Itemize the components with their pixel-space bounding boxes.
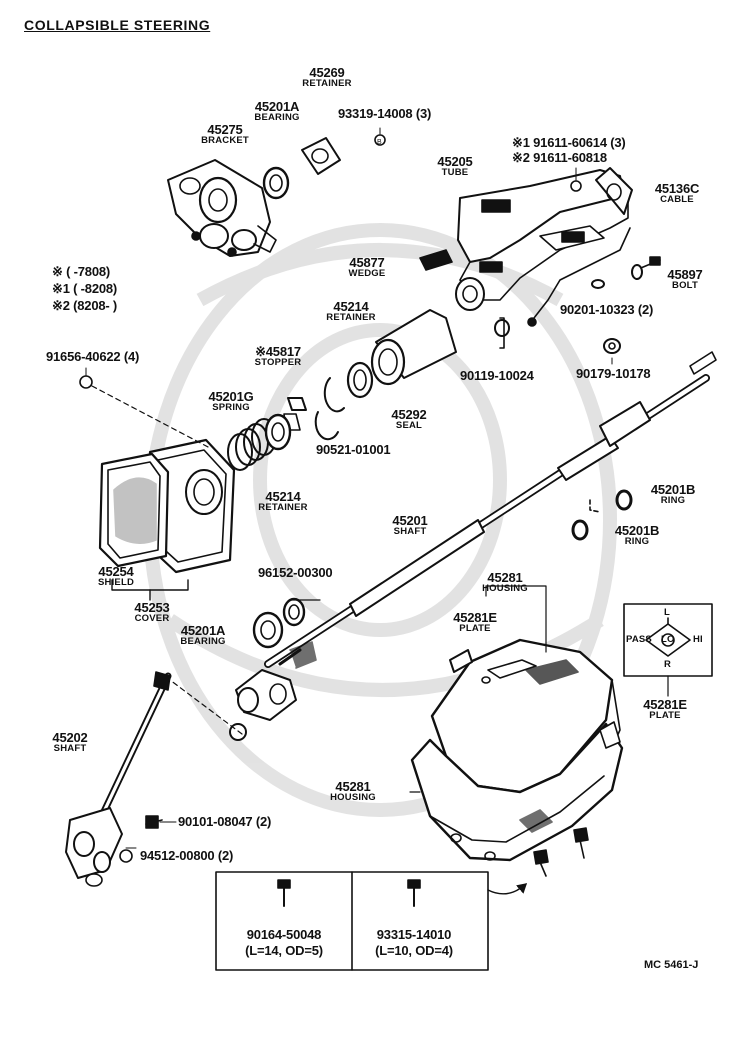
bracket-45275 [167, 159, 277, 257]
washer-94512 [119, 849, 133, 863]
housing-45281-upper [430, 638, 621, 811]
plate-diagram-l: L [664, 607, 671, 618]
cover-45253 [146, 438, 236, 574]
main-shaft-45201 [264, 351, 717, 668]
spring-45201g [227, 418, 277, 471]
ring-45201b-2 [571, 519, 589, 541]
bearing-45201a-bottom [252, 611, 284, 649]
label-91611-1: ※1 91611-60614 (3) [512, 135, 626, 150]
nut-90119 [494, 317, 510, 349]
screw-box [215, 871, 489, 971]
label-94512: 94512-00800 (2) [140, 848, 234, 863]
screw-housing-right [573, 827, 589, 859]
screw-box-left-label: 90164-50048 (L=14, OD=5) [245, 927, 323, 958]
svg-text:B: B [377, 139, 382, 146]
label-90179: 90179-10178 [576, 366, 651, 381]
plate-diagram-hi: HI [693, 634, 703, 645]
screw-housing-left [533, 849, 549, 877]
tube-45205 [455, 167, 633, 311]
screw-box-right-label: 93315-14010 (L=10, OD=4) [375, 927, 453, 958]
bolt-45897 [631, 256, 661, 280]
shield-45254 [98, 452, 170, 568]
retainer-45214-top [346, 361, 374, 399]
bearing-96152 [282, 597, 306, 627]
plate-45281e-piece [449, 649, 473, 673]
plate-diagram-lo: LO [661, 634, 675, 645]
nut-90179 [603, 338, 621, 354]
bearing-45201a-top [262, 166, 290, 200]
plate-diagram-pass: PASS [626, 634, 652, 645]
diagram-code: MC 5461-J [644, 959, 699, 971]
legend-row-3: ※2 (8208- ) [52, 298, 118, 313]
label-91611-2: ※2 91611-60818 [512, 150, 607, 165]
label-96152: 96152-00300 [258, 565, 333, 580]
dashed-leader-91656 [91, 385, 211, 449]
label-90101: 90101-08047 (2) [178, 814, 272, 829]
shaft-45202 [65, 671, 172, 887]
seal-45292 [370, 309, 457, 386]
plate-diagram-r: R [664, 659, 672, 670]
diagram-title: COLLAPSIBLE STEERING [24, 17, 211, 33]
ring-45201b-1 [615, 489, 633, 511]
legend-row-2: ※1 ( -8208) [52, 281, 118, 296]
plate-diagram-box [623, 603, 713, 677]
cable-45136c [533, 227, 631, 319]
bolt-90101 [145, 815, 163, 829]
label-93319: 93319-14008 (3) [338, 106, 432, 121]
label-90201: 90201-10323 (2) [560, 302, 654, 317]
housing-45281-lower [410, 721, 624, 862]
legend-row-1: ※ ( -7808) [52, 264, 111, 279]
wedge-45877 [419, 249, 453, 271]
label-90521: 90521-01001 [316, 442, 391, 457]
bolt-93319 [374, 134, 386, 146]
snap-ring-90521 [323, 377, 345, 413]
retainer-45269 [301, 137, 341, 175]
retainer-45214-bottom [264, 413, 292, 451]
universal-joint-upper [229, 641, 317, 741]
label-90119: 90119-10024 [460, 368, 534, 383]
label-91656: 91656-40622 (4) [46, 349, 140, 364]
